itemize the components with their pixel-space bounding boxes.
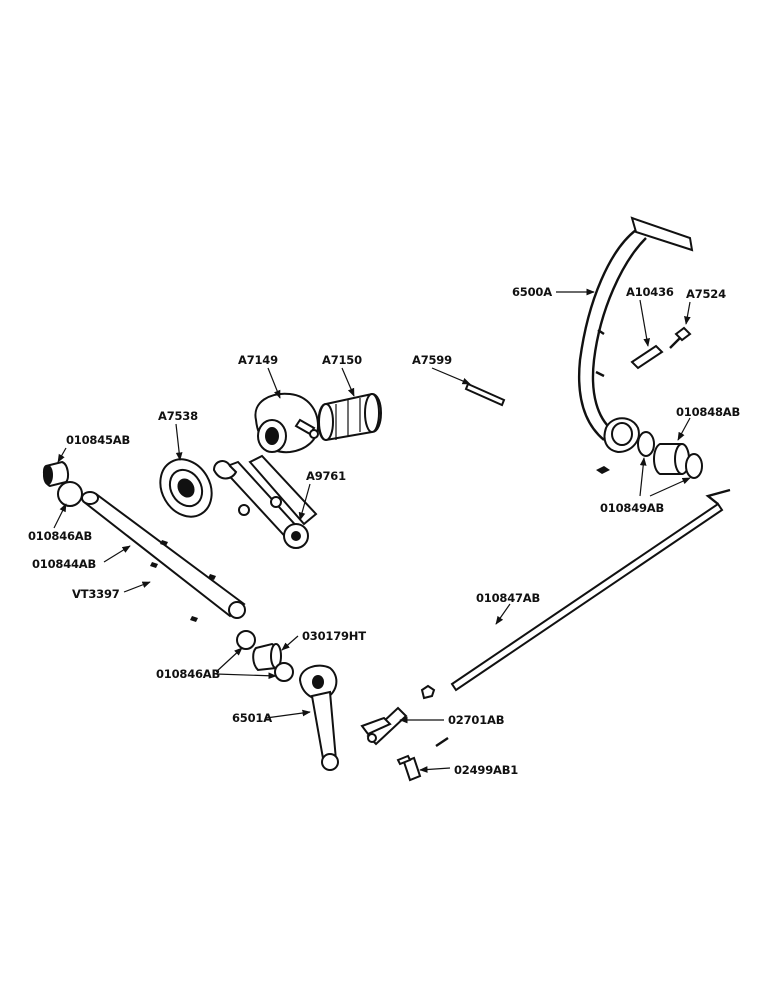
label-VT3397: VT3397 <box>72 587 120 601</box>
label-010849AB: 010849AB <box>600 501 664 515</box>
label-010848AB: 010848AB <box>676 405 740 419</box>
label-010846AB-top: 010846AB <box>28 529 92 543</box>
ring-010846AB-top <box>57 481 83 507</box>
bearing-carrier-A7149 <box>254 392 320 454</box>
bushing-030179HT <box>252 642 282 672</box>
label-010844AB: 010844AB <box>32 557 96 571</box>
label-A9761: A9761 <box>306 469 346 483</box>
clutch-pedal-6500A <box>578 216 694 474</box>
cross-shaft-010844AB <box>81 491 246 619</box>
seal-A7538 <box>159 458 213 518</box>
label-010845AB: 010845AB <box>66 433 130 447</box>
label-A7599: A7599 <box>412 353 452 367</box>
bolt-A7524 <box>669 326 692 349</box>
label-02701AB: 02701AB <box>448 713 504 727</box>
label-02499AB1: 02499AB1 <box>454 763 518 777</box>
label-A7150: A7150 <box>322 353 362 367</box>
sleeve-A7150 <box>317 392 382 442</box>
label-010846AB-bottom: 010846AB <box>156 667 220 681</box>
bolt-02499AB1 <box>396 737 449 782</box>
leader-lines <box>53 288 691 773</box>
release-fork-A9761 <box>212 454 318 549</box>
bushing-010845AB <box>42 460 70 488</box>
bushing-010848AB <box>653 443 690 475</box>
rings-010849AB <box>637 431 703 479</box>
label-A7524: A7524 <box>686 287 726 301</box>
rings-010846AB-bottom <box>236 630 294 682</box>
pin-A7599 <box>464 382 506 407</box>
label-6500A: 6500A <box>512 285 552 299</box>
label-A7149: A7149 <box>238 353 278 367</box>
clutch-lever-6501A <box>298 664 339 771</box>
label-A7538: A7538 <box>158 409 198 423</box>
label-6501A: 6501A <box>232 711 272 725</box>
keys-VT3397 <box>150 540 216 622</box>
clutch-rod-010847AB <box>450 488 731 692</box>
label-010847AB: 010847AB <box>476 591 540 605</box>
label-A10436: A10436 <box>626 285 674 299</box>
clevis-02701AB <box>360 684 436 746</box>
label-030179HT: 030179HT <box>302 629 366 643</box>
pin-A10436 <box>630 344 664 370</box>
